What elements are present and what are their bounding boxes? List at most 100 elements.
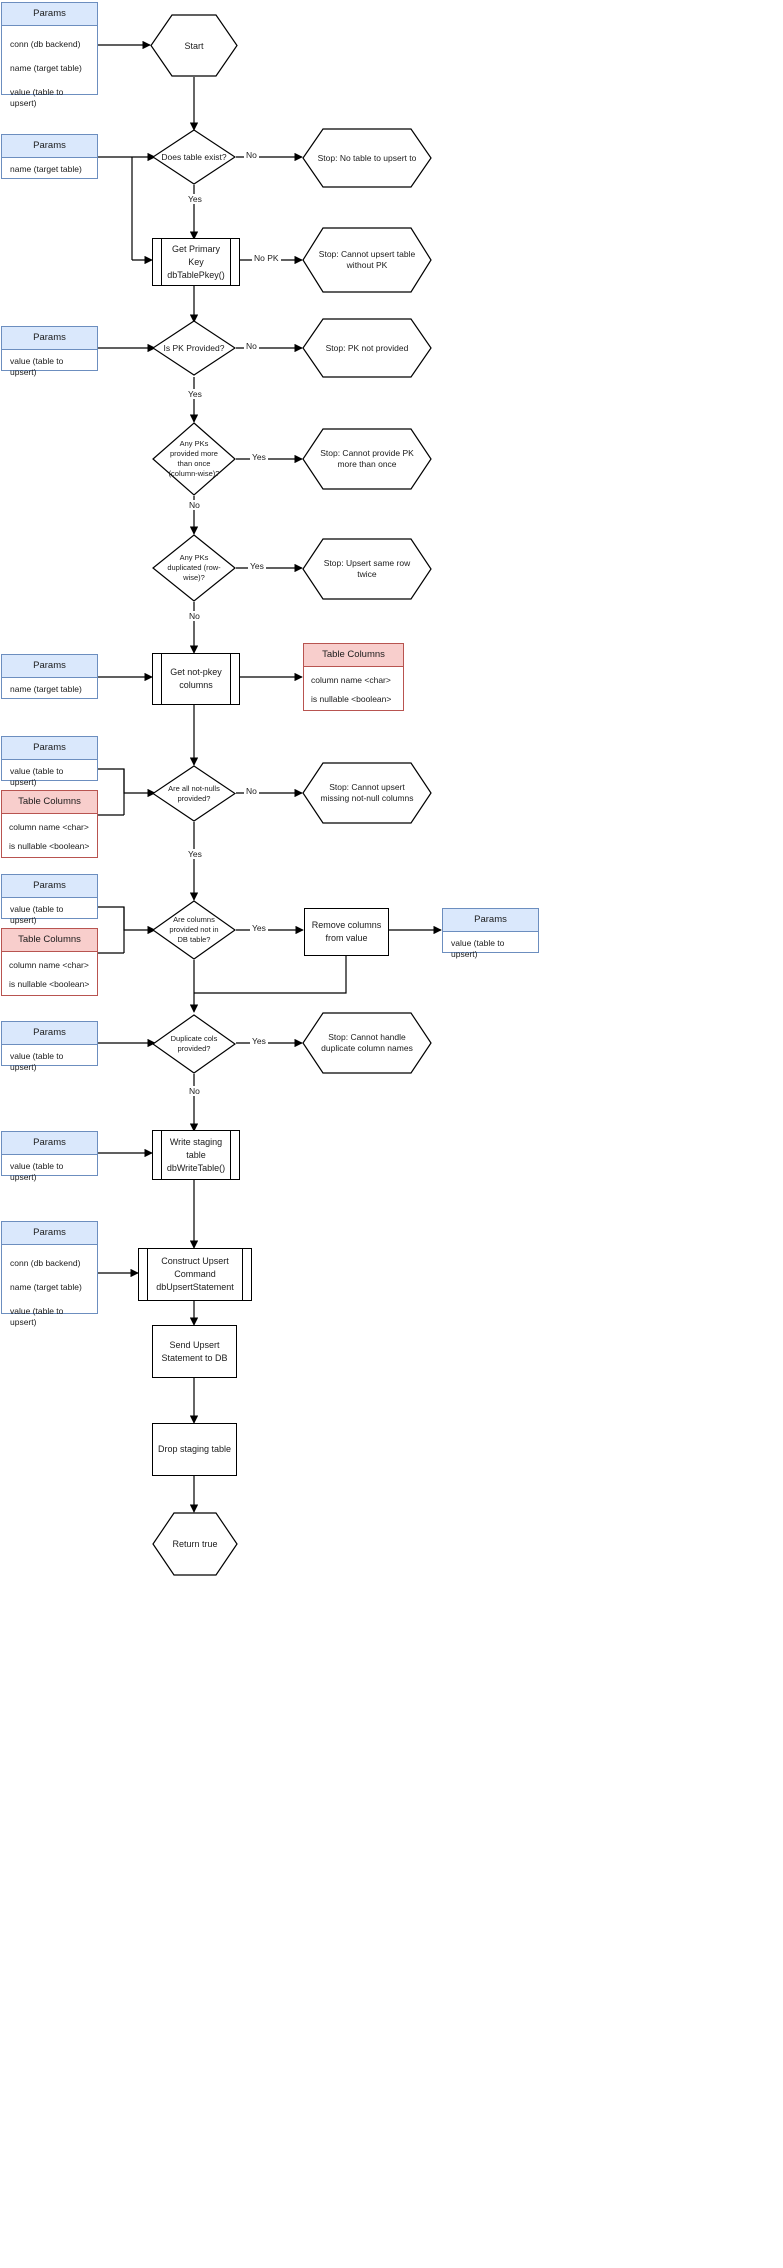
- node-any-pks-provided-more-than-once[interactable]: Any PKs provided more than once (column-…: [152, 422, 236, 496]
- entity-header: Table Columns: [2, 929, 97, 952]
- node-stop-cannot-upsert-missing-not-null-columns[interactable]: Stop: Cannot upsert missing not-null col…: [302, 762, 432, 824]
- edge-remove-back-to-trunk: [194, 955, 347, 994]
- entity-params-not-nulls: Params value (table to upsert): [1, 736, 98, 787]
- node-return-true[interactable]: Return true: [152, 1512, 238, 1576]
- node-label: Get not-pkey columns: [170, 667, 222, 690]
- entity-row: conn (db backend): [10, 39, 81, 49]
- entity-row: name (target table): [10, 684, 82, 694]
- entity-params-get-not-pkey: Params name (target table): [1, 654, 98, 699]
- entity-header: Params: [2, 1222, 97, 1245]
- entity-row: conn (db backend): [10, 1258, 81, 1268]
- edge-params-notnull-to-decision: [98, 768, 156, 798]
- edge-params-notindb-to-decision: [98, 906, 156, 935]
- node-label: Stop: No table to upsert to: [317, 152, 417, 163]
- entity-body: conn (db backend) name (target table) va…: [2, 1245, 97, 1342]
- entity-row: name (target table): [10, 164, 82, 174]
- entity-row: name (target table): [10, 63, 82, 73]
- edge-label-exists-yes: Yes: [186, 194, 204, 204]
- node-duplicate-cols-provided[interactable]: Duplicate cols provided?: [152, 1014, 236, 1074]
- node-label: Drop staging table: [157, 1444, 232, 1454]
- entity-table-columns-not-in-db: Table Columns column name <char> is null…: [1, 928, 98, 996]
- node-stop-cannot-handle-duplicate-column-names[interactable]: Stop: Cannot handle duplicate column nam…: [302, 1012, 432, 1074]
- entity-params-start: Params conn (db backend) name (target ta…: [1, 2, 98, 108]
- entity-params-construct-upsert: Params conn (db backend) name (target ta…: [1, 1221, 98, 1327]
- entity-header: Params: [2, 875, 97, 898]
- entity-header: Params: [2, 135, 97, 158]
- node-is-pk-provided[interactable]: Is PK Provided?: [152, 320, 236, 376]
- node-are-all-not-nulls-provided[interactable]: Are all not-nulls provided?: [152, 765, 236, 822]
- entity-params-write-staging: Params value (table to upsert): [1, 1131, 98, 1182]
- node-label: Get Primary Key dbTablePkey(): [167, 243, 225, 280]
- node-stop-upsert-same-row-twice[interactable]: Stop: Upsert same row twice: [302, 538, 432, 600]
- node-get-not-pkey-columns[interactable]: Get not-pkey columns: [152, 653, 240, 705]
- node-label: Start: [184, 40, 204, 51]
- node-label: Send Upsert Statement to DB: [161, 1339, 228, 1363]
- entity-header: Params: [2, 655, 97, 678]
- node-get-primary-key[interactable]: Get Primary Key dbTablePkey(): [152, 238, 240, 286]
- node-label: Are columns provided not in DB table?: [169, 915, 219, 944]
- entity-row: is nullable <boolean>: [311, 694, 392, 704]
- node-are-columns-provided-not-in-db-table[interactable]: Are columns provided not in DB table?: [152, 900, 236, 960]
- node-stop-pk-not-provided[interactable]: Stop: PK not provided: [302, 318, 432, 378]
- node-label: Any PKs provided more than once (column-…: [168, 439, 220, 478]
- entity-header: Table Columns: [304, 644, 403, 667]
- node-send-upsert-statement-to-db[interactable]: Send Upsert Statement to DB: [152, 1325, 237, 1378]
- entity-body: value (table to upsert): [2, 1045, 97, 1082]
- node-stop-cannot-provide-pk-more-than-once[interactable]: Stop: Cannot provide PK more than once: [302, 428, 432, 490]
- node-label: Is PK Provided?: [163, 342, 225, 353]
- node-label: Does table exist?: [161, 151, 227, 162]
- node-label: Write staging table dbWriteTable(): [166, 1136, 226, 1173]
- edge-label-dupcols-no: No: [187, 1086, 202, 1096]
- node-label: Stop: PK not provided: [325, 342, 409, 353]
- node-label: Construct Upsert Command dbUpsertStateme…: [156, 1256, 234, 1292]
- node-stop-no-table-to-upsert-to[interactable]: Stop: No table to upsert to: [302, 128, 432, 188]
- entity-row: value (table to upsert): [10, 356, 64, 377]
- node-drop-staging-table[interactable]: Drop staging table: [152, 1423, 237, 1476]
- entity-body: column name <char> is nullable <boolean>: [304, 667, 403, 713]
- entity-params-is-pk-provided: Params value (table to upsert): [1, 326, 98, 377]
- node-construct-upsert-command[interactable]: Construct Upsert Command dbUpsertStateme…: [138, 1248, 252, 1301]
- edge-label-notnull-no: No: [244, 786, 259, 796]
- entity-body: value (table to upsert): [2, 1155, 97, 1192]
- entity-row: column name <char>: [9, 822, 89, 832]
- entity-row: is nullable <boolean>: [9, 841, 90, 851]
- node-start[interactable]: Start: [150, 14, 238, 77]
- entity-params-duplicate-cols: Params value (table to upsert): [1, 1021, 98, 1072]
- node-label: Remove columns from value: [311, 920, 382, 943]
- entity-header: Params: [2, 737, 97, 760]
- node-label: Stop: Cannot upsert missing not-null col…: [320, 782, 414, 803]
- entity-body: value (table to upsert): [2, 898, 97, 935]
- entity-row: value (table to upsert): [451, 938, 505, 959]
- entity-body: column name <char> is nullable <boolean>: [2, 814, 97, 860]
- edge-label-colwise-no: No: [187, 500, 202, 510]
- node-label: Return true: [172, 1539, 218, 1549]
- edge-label-notindb-yes: Yes: [250, 923, 268, 933]
- entity-header: Params: [2, 327, 97, 350]
- node-write-staging-table[interactable]: Write staging table dbWriteTable(): [152, 1130, 240, 1180]
- node-stop-cannot-upsert-table-without-pk[interactable]: Stop: Cannot upsert table without PK: [302, 227, 432, 293]
- entity-header: Params: [2, 3, 97, 26]
- entity-body: name (target table): [2, 678, 97, 704]
- node-any-pks-duplicated-row-wise[interactable]: Any PKs duplicated (row- wise)?: [152, 534, 236, 602]
- entity-params-does-table-exist: Params name (target table): [1, 134, 98, 179]
- node-label: Stop: Cannot upsert table without PK: [318, 249, 416, 270]
- node-label: Are all not-nulls provided?: [168, 783, 220, 803]
- entity-header: Params: [443, 909, 538, 932]
- node-remove-columns-from-value[interactable]: Remove columns from value: [304, 908, 389, 956]
- entity-params-columns-not-in-db: Params value (table to upsert): [1, 874, 98, 925]
- entity-header: Params: [2, 1132, 97, 1155]
- entity-body: column name <char> is nullable <boolean>: [2, 952, 97, 998]
- node-label: Stop: Cannot handle duplicate column nam…: [321, 1032, 413, 1053]
- edge-label-exists-no: No: [244, 150, 259, 160]
- entity-table-columns-not-nulls: Table Columns column name <char> is null…: [1, 790, 98, 858]
- entity-body: conn (db backend) name (target table) va…: [2, 26, 97, 123]
- entity-row: value (table to upsert): [10, 1161, 64, 1182]
- entity-body: name (target table): [2, 158, 97, 184]
- entity-header: Table Columns: [2, 791, 97, 814]
- edge-label-ispk-no: No: [244, 341, 259, 351]
- node-does-table-exist[interactable]: Does table exist?: [152, 129, 236, 185]
- edge-label-notnull-yes: Yes: [186, 849, 204, 859]
- edge-label-no-pk: No PK: [252, 253, 281, 263]
- entity-row: is nullable <boolean>: [9, 979, 90, 989]
- entity-body: value (table to upsert): [443, 932, 538, 969]
